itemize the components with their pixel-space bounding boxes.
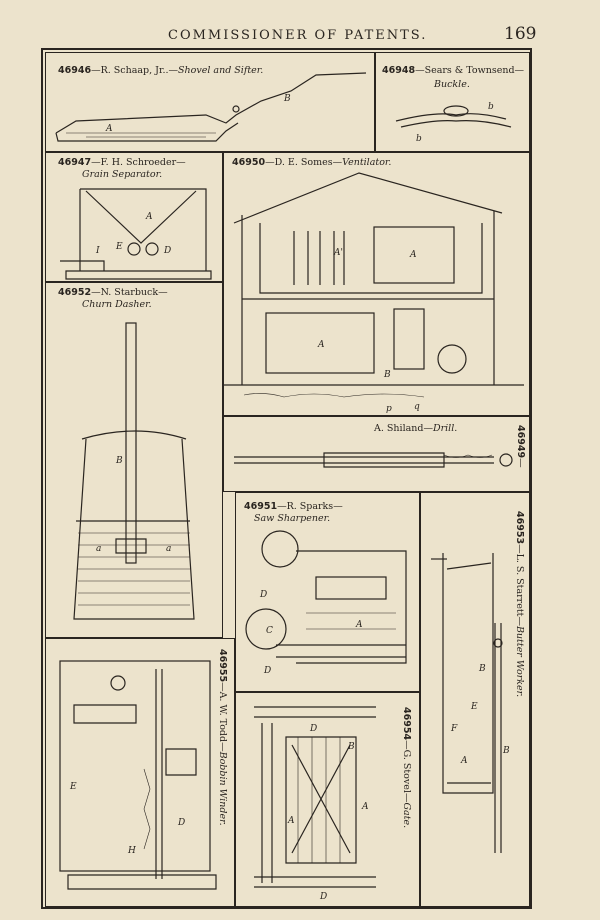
ventilator-figure: A' A A B p q <box>224 172 524 414</box>
fig-label-I: I <box>95 246 100 256</box>
patent-cell-46948: 46948—Sears & Townsend— Buckle. b b <box>375 52 530 152</box>
patent-cell-46954: 46954—G. Stovel—Gate. D B A A D <box>235 692 420 907</box>
patent-caption-vertical: 46949— <box>515 425 526 468</box>
fig-label-B: B <box>283 94 291 104</box>
fig-label-B2: B <box>502 746 510 756</box>
fig-label-D2: D <box>263 666 271 676</box>
fig-label-F: F <box>450 724 458 734</box>
figure-plate: 46946—R. Schaap, Jr..—Shovel and Sifter.… <box>41 48 532 909</box>
patent-caption: A. Shiland—Drill. <box>374 423 458 434</box>
fig-label-B: B <box>347 742 355 752</box>
fig-label-b2: b <box>416 134 422 144</box>
patent-caption: 46948—Sears & Townsend— <box>382 65 525 76</box>
patent-caption-title: Buckle. <box>434 79 470 90</box>
fig-label-A3: A <box>317 340 325 350</box>
patent-cell-46953: 46953—L. S. Starrett—Butter Worker. B E … <box>420 492 530 907</box>
page-number: 169 <box>504 24 537 44</box>
patent-caption: 46952—N. Starbuck— <box>58 287 168 298</box>
gate-figure: D B A A D <box>254 706 376 902</box>
fig-label-B: B <box>478 664 486 674</box>
churn-figure: B a a <box>73 322 195 620</box>
patent-caption: 46946—R. Schaap, Jr..—Shovel and Sifter. <box>58 65 264 76</box>
fig-label-b: b <box>488 102 494 112</box>
fig-label-p: p <box>386 404 392 414</box>
patent-caption: 46947—F. H. Schroeder— <box>58 157 186 168</box>
patent-caption-title: Saw Sharpener. <box>254 513 331 524</box>
fig-label-q: q <box>414 402 420 412</box>
patent-cell-46947: 46947—F. H. Schroeder— Grain Separator. … <box>45 152 223 282</box>
fig-label-B: B <box>115 456 123 466</box>
fig-label-B: B <box>383 370 391 380</box>
fig-label-E: E <box>470 702 478 712</box>
fig-label-E: E <box>69 782 77 792</box>
fig-label-E: E <box>115 242 123 252</box>
fig-label-a: a <box>96 544 101 554</box>
fig-label-D2: D <box>319 892 327 902</box>
fig-label-D: D <box>163 246 171 256</box>
fig-label-D: D <box>259 590 267 600</box>
patent-cell-46946: 46946—R. Schaap, Jr..—Shovel and Sifter.… <box>45 52 375 152</box>
fig-label-H: H <box>127 846 136 856</box>
fig-label-A: A <box>105 124 113 134</box>
patent-cell-46952: 46952—N. Starbuck— Churn Dasher. B a a <box>45 282 223 638</box>
fig-label-C: C <box>266 626 273 636</box>
bobbin-figure: E H D <box>59 660 217 890</box>
fig-label-A2: A <box>361 802 369 812</box>
patent-cell-46949: A. Shiland—Drill. 46949— <box>223 416 530 492</box>
saw-figure: D C D A <box>245 530 407 676</box>
page-header: COMMISSIONER OF PATENTS. 169 <box>0 22 600 46</box>
buckle-figure: b b <box>395 102 512 144</box>
fig-label-A: A <box>287 816 295 826</box>
fig-label-D: D <box>177 818 185 828</box>
fig-label-a2: a <box>166 544 171 554</box>
patent-caption-title: Grain Separator. <box>82 169 163 180</box>
patent-caption: 46951—R. Sparks— <box>244 501 343 512</box>
fig-label-A: A <box>460 756 468 766</box>
shovel-figure: A B <box>55 72 367 142</box>
fig-label-A: A <box>145 212 153 222</box>
running-title: COMMISSIONER OF PATENTS. <box>168 28 428 43</box>
patent-cell-46950: 46950—D. E. Somes—Ventilator. A' A A B p <box>223 152 530 416</box>
butter-figure: B E F A B <box>431 553 510 853</box>
separator-figure: A I E D <box>60 188 212 280</box>
fig-label-A2: A <box>409 250 417 260</box>
fig-label-A: A <box>355 620 363 630</box>
patent-caption: 46950—D. E. Somes—Ventilator. <box>232 157 392 168</box>
patent-cell-46951: 46951—R. Sparks— Saw Sharpener. D C D A <box>235 492 420 692</box>
fig-label-A-prime: A' <box>333 248 343 258</box>
fig-label-D: D <box>309 724 317 734</box>
patent-caption-title: Churn Dasher. <box>82 299 152 310</box>
drill-figure <box>234 452 513 468</box>
patent-cell-46955: 46955—A. W. Todd—Bobbin Winder. E H D <box>45 638 235 907</box>
